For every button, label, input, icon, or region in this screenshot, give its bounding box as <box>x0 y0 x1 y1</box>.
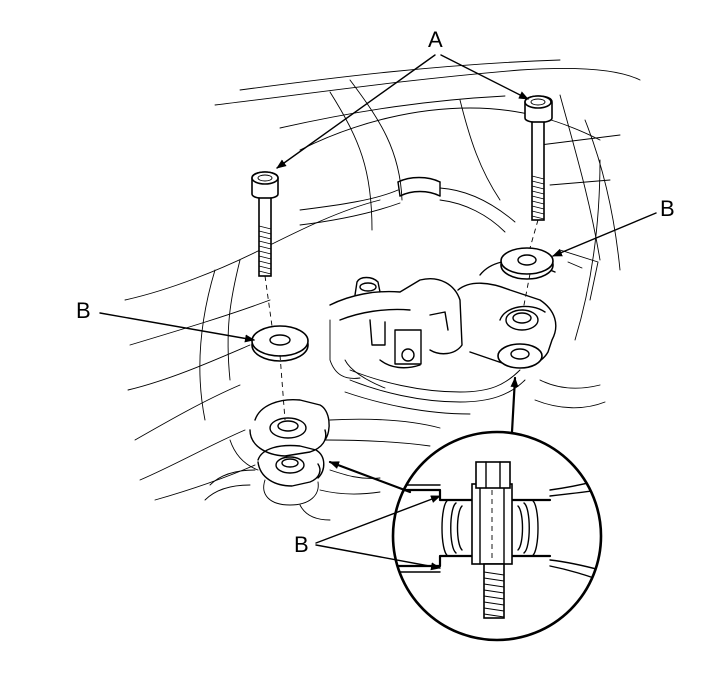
bolt-left <box>251 171 279 277</box>
detail-leaders <box>328 376 519 494</box>
label-washer-b-detail: B <box>294 532 309 557</box>
washer-mount-right <box>497 343 543 369</box>
washer-right <box>500 247 554 280</box>
label-washer-b-left: B <box>76 298 91 323</box>
label-bolt-a: A <box>428 27 443 52</box>
bushing-detail-view <box>391 430 603 642</box>
label-washer-b-right: B <box>660 196 675 221</box>
bolt-right <box>524 95 553 221</box>
alignment-lines <box>264 219 539 421</box>
subframe-outline <box>124 59 641 521</box>
callout-leaders <box>99 54 657 571</box>
